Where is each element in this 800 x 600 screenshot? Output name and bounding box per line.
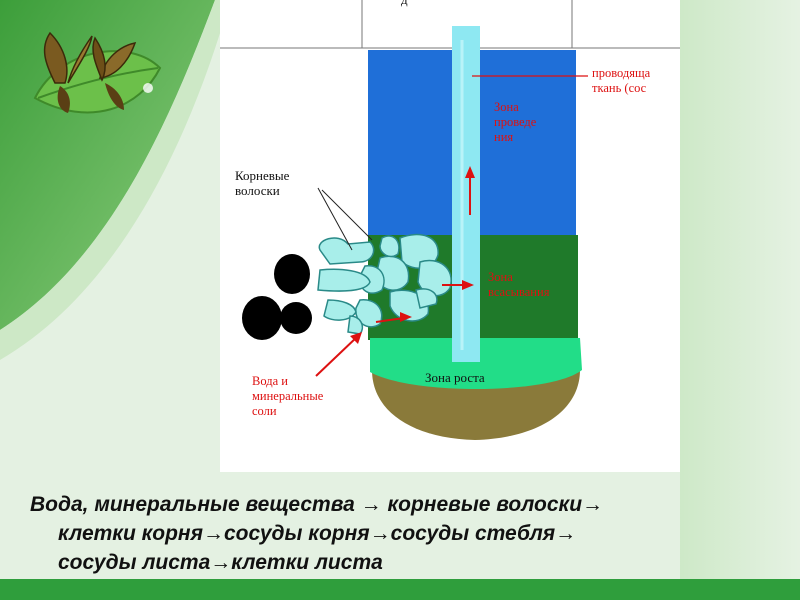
soil-particles xyxy=(242,254,312,340)
caption-line-2: клетки корня→сосуды корня→сосуды стебля→ xyxy=(58,522,577,545)
caption-line-3: сосуды листа→клетки листа xyxy=(58,551,383,574)
root-hair-cells xyxy=(317,233,452,335)
conduction-zone-label: Зона проведе ния xyxy=(494,100,537,144)
water-flow-arrows xyxy=(315,280,474,377)
stem-top-fragment-label: д xyxy=(401,0,408,7)
root-zones-diagram: д проводяща ткань (сос Зона проведе ния … xyxy=(220,0,680,472)
root-hairs-label: Корневые волоски xyxy=(235,168,290,198)
caption-line-1: Вода, минеральные вещества → корневые во… xyxy=(30,493,604,516)
growth-zone-block xyxy=(370,338,582,390)
root-hairs-pointer-2 xyxy=(321,189,373,241)
root-cap xyxy=(372,370,580,440)
root-diagram-drawing xyxy=(220,0,680,440)
growth-zone-label: Зона роста xyxy=(425,370,485,385)
butterfly-leaf-icon xyxy=(33,31,162,114)
flow-caption: Вода, минеральные вещества → корневые во… xyxy=(30,490,790,577)
root-hairs-pointer-1 xyxy=(317,187,353,251)
vessel-column xyxy=(452,26,480,362)
absorption-zone-label: Зона всасывания xyxy=(488,270,550,299)
conducting-tissue-label: проводяща ткань (сос xyxy=(592,66,651,95)
bottom-green-bar xyxy=(0,579,800,600)
water-minerals-label: Вода и минеральные соли xyxy=(252,374,324,418)
